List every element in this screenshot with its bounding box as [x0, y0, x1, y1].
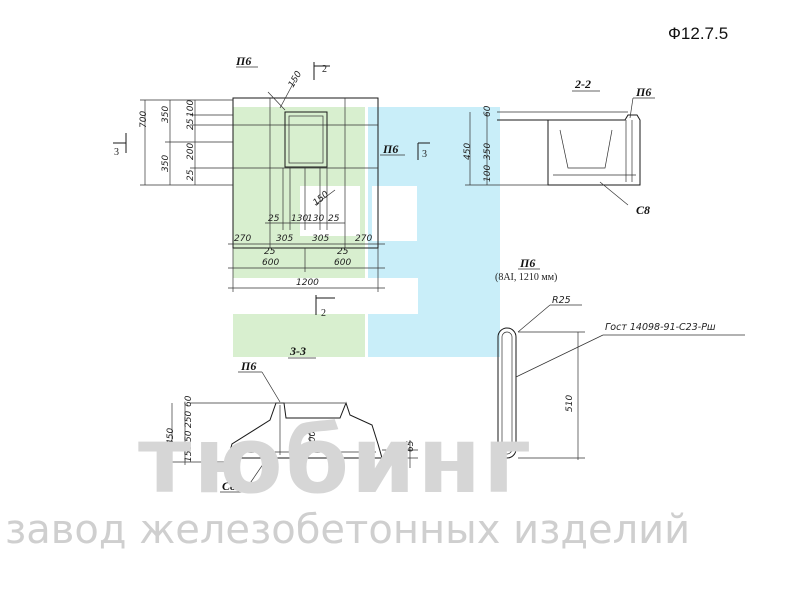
cut-2-bottom: 2: [321, 308, 326, 319]
logo-cutout-3: [233, 278, 418, 314]
logo-cutout-2: [372, 186, 417, 241]
dim-22-100: 100: [483, 165, 493, 182]
dim-left-350-bottom: 350: [161, 155, 171, 172]
section-3-3-outline: [227, 401, 383, 459]
section-3-3-title: 3-3: [289, 344, 306, 358]
dim-305-right: 305: [312, 234, 329, 244]
cut-3-left: 3: [114, 147, 119, 158]
p6-detail: П6 (8AI, 1210 мм) R25 Гост 14098-91-С23-…: [495, 256, 745, 460]
dim-270-left: 270: [234, 234, 251, 244]
dim-left-25-b: 25: [186, 169, 196, 181]
dim-33-150: 150: [184, 445, 194, 462]
dim-305-left: 305: [276, 234, 293, 244]
section-2-2-title: 2-2: [574, 77, 591, 91]
p6-radius: R25: [552, 295, 571, 306]
p6-gost: Гост 14098-91-С23-Рш: [605, 322, 716, 333]
section-2-2-p6-label: П6: [635, 85, 651, 99]
logo-cutout-1: [300, 186, 360, 236]
dim-22-350: 350: [483, 143, 493, 160]
dim-left-350-top: 350: [161, 106, 171, 123]
dim-inner-25-b: 25: [328, 214, 340, 224]
logo-watermark: [233, 107, 500, 357]
section-2-2-c8-label: С8: [636, 203, 650, 217]
dim-33-250: 250: [184, 411, 194, 428]
dim-33-65: 65: [406, 440, 416, 452]
dim-inner-130-b: 130: [307, 214, 324, 224]
section-3-3-c8-label: С8: [222, 479, 236, 493]
dim-33-100: 100: [308, 431, 318, 448]
dim-mid-25-left: 25: [264, 247, 276, 257]
dim-33-450: 450: [166, 428, 176, 445]
dim-left-100: 100: [186, 100, 196, 117]
dim-mid-25-right: 25: [337, 247, 349, 257]
section-3-3: 3-3 450 60 250 50 150 100 65 П6 С8: [166, 344, 418, 493]
dim-22-60: 60: [483, 105, 493, 117]
dim-diag-150-top: 150: [287, 69, 304, 89]
dim-left-25-a: 25: [186, 118, 196, 130]
section-2-2-outline: [497, 114, 641, 186]
dim-22-450: 450: [463, 143, 473, 160]
dim-600-left: 600: [262, 258, 279, 268]
cut-3-right: 3: [422, 149, 427, 160]
cut-2-top: 2: [322, 64, 327, 75]
dim-inner-25-a: 25: [268, 214, 280, 224]
p6-len-510: 510: [565, 395, 575, 412]
dim-600-right: 600: [334, 258, 351, 268]
section-2-2: 2-2 450 60 350 100 П6 С8: [463, 77, 655, 217]
watermark-brand: тюбинг: [138, 407, 533, 514]
plan-outline: [232, 97, 379, 249]
dim-33-50: 50: [184, 430, 194, 442]
plan-p6-label-right: П6: [382, 142, 398, 156]
dim-1200: 1200: [296, 278, 319, 288]
p6-loop: [497, 327, 517, 459]
plan-opening: [284, 111, 328, 168]
section-3-3-p6-label: П6: [240, 359, 256, 373]
text-watermark: тюбинг завод железобетонных изделий: [5, 407, 690, 553]
dim-inner-130-a: 130: [291, 214, 308, 224]
dim-33-60: 60: [184, 395, 194, 407]
p6-detail-spec: (8AI, 1210 мм): [495, 272, 557, 283]
dim-left-700: 700: [139, 111, 149, 128]
dim-270-right: 270: [355, 234, 372, 244]
watermark-subtitle: завод железобетонных изделий: [5, 507, 690, 553]
p6-detail-title: П6: [519, 256, 535, 270]
plan-p6-label-top: П6: [235, 54, 251, 68]
plan-view: 700 350 350 100 25 200 25 3 3 2 2 П6 150…: [113, 54, 430, 319]
product-code: Ф12.7.5: [668, 24, 728, 43]
dim-left-200: 200: [186, 143, 196, 160]
